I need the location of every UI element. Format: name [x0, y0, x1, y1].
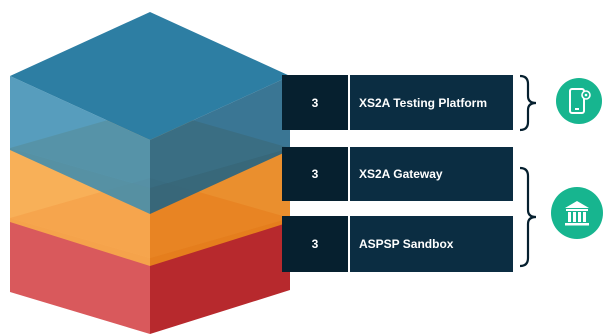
orange-layer-right-face [150, 148, 290, 266]
bank-icon [551, 187, 603, 239]
layer-label-xs2a-testing-platform: 3 XS2A Testing Platform [282, 75, 513, 130]
layer-label-xs2a-gateway: 3 XS2A Gateway [282, 147, 513, 201]
layer-number: 3 [282, 147, 348, 201]
layer-name: XS2A Gateway [350, 147, 513, 201]
orange-layer-left-face [10, 148, 150, 266]
smartphone-gear-icon [569, 88, 591, 114]
blue-layer-left-face [10, 76, 150, 214]
layer-number: 3 [282, 216, 348, 272]
brace-bottom [519, 166, 537, 268]
red-layer-right-face [150, 218, 290, 334]
label-divider [348, 147, 350, 201]
label-divider [348, 75, 350, 130]
mobile-app-icon [556, 78, 602, 124]
layer-name: ASPSP Sandbox [350, 216, 513, 272]
red-layer-left-face [10, 218, 150, 334]
xs2a-testing-platform-layer [10, 12, 290, 214]
label-divider [348, 216, 350, 272]
layer-number: 3 [282, 75, 348, 130]
layer-stack-diagram [10, 12, 290, 334]
bank-building-icon [565, 201, 589, 226]
blue-layer-right-face [150, 76, 290, 214]
layer-label-aspsp-sandbox: 3 ASPSP Sandbox [282, 216, 513, 272]
brace-top [519, 74, 537, 132]
layer-name: XS2A Testing Platform [350, 75, 513, 130]
